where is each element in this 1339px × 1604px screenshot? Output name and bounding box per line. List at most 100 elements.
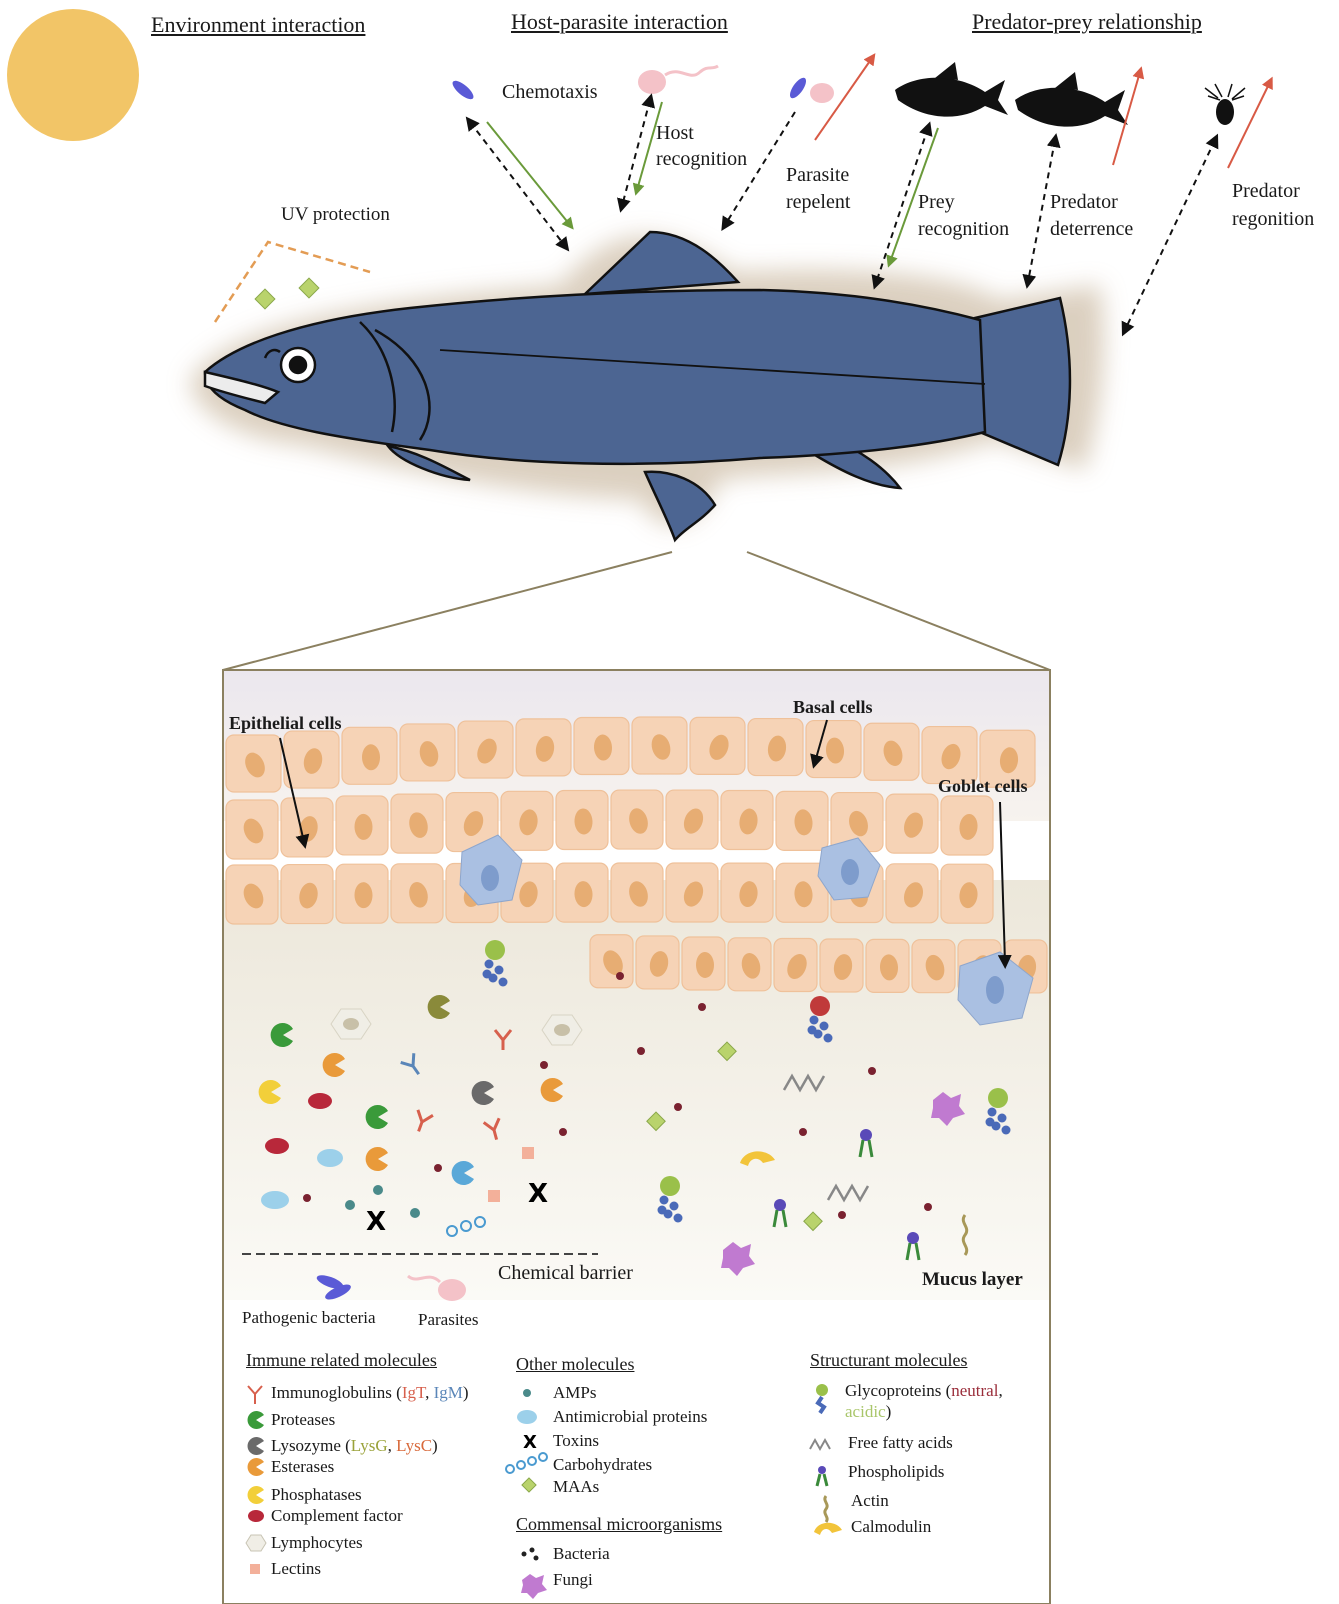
phospholipid-legend-icon — [818, 1466, 826, 1474]
legend-lymphocytes: Lymphocytes — [271, 1533, 363, 1553]
glycoprotein-chain — [658, 1206, 667, 1215]
complement-factor-icon — [265, 1138, 289, 1154]
complement-factor-icon — [308, 1093, 332, 1109]
copepod-icon — [1205, 84, 1245, 125]
glycoprotein-icon — [660, 1176, 680, 1196]
label-prey-recognition-2: recognition — [918, 216, 1009, 242]
bacteria-icon — [787, 75, 809, 100]
maa-diamond-icon — [255, 289, 275, 309]
glycoprotein-chain — [810, 1016, 819, 1025]
glycoprotein-chain — [820, 1022, 829, 1031]
parasite-icon — [810, 83, 834, 103]
label-basal-cells: Basal cells — [793, 697, 873, 718]
glycoprotein-chain — [986, 1118, 995, 1127]
zoom-line-left — [223, 552, 672, 670]
lymphocyte-nucleus — [554, 1024, 570, 1036]
uv-bracket — [215, 242, 370, 322]
predator-regonition-red-arrow — [1228, 82, 1270, 168]
legend-complement-factor: Complement factor — [271, 1506, 403, 1526]
predator-fish-icon — [895, 62, 1008, 117]
label-chemical-barrier: Chemical barrier — [498, 1260, 633, 1286]
maa-diamond-icon — [299, 278, 319, 298]
bacteria-dot-icon — [303, 1194, 311, 1202]
label-mucus-layer: Mucus layer — [922, 1269, 1023, 1291]
bacteria-dot-icon — [698, 1003, 706, 1011]
label-parasites: Parasites — [418, 1310, 478, 1330]
bacteria-dot-icon — [674, 1103, 682, 1111]
lectin-icon — [522, 1147, 534, 1159]
legend-antimicrobial-proteins: Antimicrobial proteins — [553, 1407, 707, 1427]
predator-regonition-arrow — [1125, 140, 1215, 330]
complement-legend-icon — [248, 1510, 264, 1522]
bacteria-dot-icon — [434, 1164, 442, 1172]
legend-esterases: Esterases — [271, 1457, 334, 1477]
bacteria-dot-icon — [637, 1047, 645, 1055]
glycoprotein-chain — [483, 970, 492, 979]
header-host-parasite: Host-parasite interaction — [511, 9, 728, 35]
antimicrobial-protein-icon — [261, 1191, 289, 1209]
header-environment: Environment interaction — [151, 12, 365, 38]
bacteria-legend-icon — [534, 1556, 539, 1561]
label-predator-regonition-1: Predator — [1232, 178, 1300, 204]
glycoprotein-legend-icon — [816, 1384, 828, 1396]
bacteria-icon — [450, 78, 476, 102]
bacteria-dot-icon — [540, 1061, 548, 1069]
glycoprotein-chain — [988, 1108, 997, 1117]
label-predator-deterrence-2: deterrence — [1050, 216, 1133, 242]
label-pathogenic-bacteria: Pathogenic bacteria — [242, 1308, 376, 1328]
glycoprotein-chain — [499, 978, 508, 987]
glycoprotein-chain — [495, 966, 504, 975]
glycoprotein-chain — [824, 1034, 833, 1043]
toxin-legend-icon: X — [523, 1432, 537, 1453]
chemotaxis-arrow — [470, 122, 565, 246]
toxin-icon: X — [528, 1179, 548, 1209]
host-recognition-arrow — [622, 100, 650, 206]
glycoprotein-chain — [674, 1214, 683, 1223]
glycoprotein-chain — [660, 1196, 669, 1205]
glycoprotein-chain — [485, 960, 494, 969]
bacteria-dot-icon — [924, 1203, 932, 1211]
label-parasite-repelent-2: repelent — [786, 189, 850, 215]
legend-carbohydrates: Carbohydrates — [553, 1455, 652, 1475]
label-epithelial-cells: Epithelial cells — [229, 713, 342, 734]
bacteria-dot-icon — [799, 1128, 807, 1136]
glycoprotein-chain — [1002, 1126, 1011, 1135]
antimicrobial-protein-icon — [317, 1149, 343, 1167]
legend-bacteria: Bacteria — [553, 1544, 610, 1564]
bacteria-dot-icon — [616, 972, 624, 980]
bacteria-legend-icon — [530, 1548, 535, 1553]
legend-lysozyme: Lysozyme (LysG, LysC) — [271, 1436, 438, 1456]
parasite-icon — [638, 66, 718, 94]
phospholipid-icon — [860, 1129, 872, 1141]
bacteria-dot-icon — [838, 1211, 846, 1219]
legend-title-other: Other molecules — [516, 1354, 634, 1375]
antimicrobial-legend-icon — [517, 1410, 537, 1424]
amp-icon — [410, 1208, 420, 1218]
glycoprotein-icon — [485, 940, 505, 960]
chemotaxis-green-arrow — [487, 122, 570, 225]
label-predator-deterrence-1: Predator — [1050, 189, 1118, 215]
legend-free-fatty-acids: Free fatty acids — [848, 1433, 953, 1453]
label-predator-regonition-2: regonition — [1232, 206, 1314, 232]
zoom-line-right — [747, 552, 1050, 670]
lectin-icon — [488, 1190, 500, 1202]
amp-legend-icon — [523, 1389, 531, 1397]
legend-phospholipids: Phospholipids — [848, 1462, 944, 1482]
legend-title-commensal: Commensal microorganisms — [516, 1514, 722, 1535]
label-prey-recognition-1: Prey — [918, 189, 955, 215]
label-host-recognition-1: Host — [656, 120, 694, 146]
amp-icon — [345, 1200, 355, 1210]
glycoprotein-chain — [670, 1202, 679, 1211]
label-goblet-cells: Goblet cells — [938, 776, 1027, 797]
legend-phosphatases: Phosphatases — [271, 1485, 362, 1505]
glycoprotein-icon — [988, 1088, 1008, 1108]
label-host-recognition-2: recognition — [656, 146, 747, 172]
legend-lectins: Lectins — [271, 1559, 321, 1579]
label-uv-protection: UV protection — [281, 202, 390, 228]
bacteria-legend-icon — [522, 1552, 527, 1557]
legend-toxins: Toxins — [553, 1431, 599, 1451]
lymphocyte-nucleus — [343, 1018, 359, 1030]
predator-fish-icon — [1015, 72, 1128, 127]
legend-amps: AMPs — [553, 1383, 596, 1403]
label-parasite-repelent-1: Parasite — [786, 162, 849, 188]
